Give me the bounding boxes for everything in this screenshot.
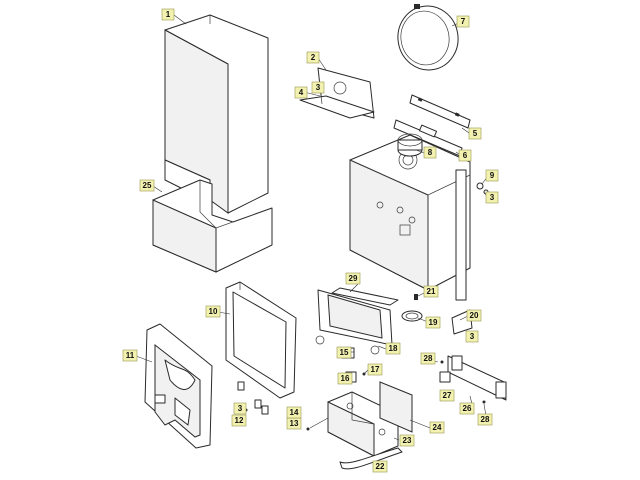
- part-2-bracket: [299, 67, 375, 119]
- svg-text:3: 3: [238, 404, 243, 413]
- callout-6: 6: [458, 149, 472, 162]
- svg-text:14: 14: [290, 408, 299, 417]
- svg-text:29: 29: [349, 274, 358, 283]
- part-19-ring: [401, 310, 423, 322]
- part-5-bar: [409, 94, 471, 129]
- callout-19: 19: [425, 316, 441, 329]
- part-1-casing: [164, 14, 269, 214]
- callout-13: 13: [286, 417, 302, 430]
- callout-2: 2: [306, 51, 320, 64]
- svg-text:26: 26: [463, 404, 472, 413]
- svg-text:6: 6: [463, 151, 468, 160]
- svg-text:18: 18: [389, 344, 398, 353]
- callout-9: 9: [485, 169, 499, 182]
- svg-text:16: 16: [341, 374, 350, 383]
- callout-21: 21: [423, 285, 439, 298]
- callout-15: 15: [336, 346, 352, 359]
- svg-text:28: 28: [424, 354, 433, 363]
- svg-text:8: 8: [428, 148, 433, 157]
- callout-3: 3: [311, 81, 325, 94]
- callout-18: 18: [385, 342, 401, 355]
- svg-text:3: 3: [470, 332, 475, 341]
- callouts: 1 2 3 4 5 6 7 8 9 3 10 11 12 3 13 14 15 …: [122, 8, 499, 473]
- svg-text:15: 15: [340, 348, 349, 357]
- callout-5: 5: [468, 127, 482, 140]
- svg-text:17: 17: [371, 365, 380, 374]
- callout-22: 22: [372, 460, 388, 473]
- svg-text:4: 4: [299, 88, 304, 97]
- callout-17: 17: [367, 363, 383, 376]
- callout-28a: 28: [420, 352, 436, 365]
- svg-text:27: 27: [443, 391, 452, 400]
- svg-text:12: 12: [235, 416, 244, 425]
- callout-4: 4: [294, 86, 308, 99]
- part-24-panel: [379, 381, 413, 433]
- part-26-pipe: [447, 355, 507, 401]
- callout-28b: 28: [477, 413, 493, 426]
- svg-text:5: 5: [473, 129, 478, 138]
- callout-23: 23: [399, 434, 415, 447]
- svg-text:3: 3: [490, 193, 495, 202]
- svg-text:24: 24: [433, 423, 442, 432]
- callout-10: 10: [205, 305, 221, 318]
- callout-7: 7: [456, 15, 470, 28]
- callout-3d: 3: [465, 330, 479, 343]
- callout-26: 26: [459, 402, 475, 415]
- svg-text:10: 10: [209, 307, 218, 316]
- svg-text:25: 25: [143, 181, 152, 190]
- part-7-vessel: [397, 4, 459, 71]
- part-10-front-panel: [225, 281, 297, 399]
- part-8-fitting: [397, 133, 423, 157]
- svg-text:2: 2: [311, 53, 316, 62]
- svg-text:3: 3: [316, 83, 321, 92]
- svg-text:19: 19: [429, 318, 438, 327]
- callout-29: 29: [345, 272, 361, 285]
- part-21-nozzle: [414, 294, 418, 300]
- svg-text:7: 7: [461, 17, 466, 26]
- callout-27: 27: [439, 389, 455, 402]
- svg-text:28: 28: [481, 415, 490, 424]
- callout-20: 20: [466, 309, 482, 322]
- callout-16: 16: [337, 372, 353, 385]
- callout-3b: 3: [485, 191, 499, 204]
- callout-3c: 3: [233, 402, 247, 415]
- callout-8: 8: [423, 146, 437, 159]
- svg-text:20: 20: [470, 311, 479, 320]
- callout-1: 1: [161, 8, 175, 21]
- svg-text:9: 9: [490, 171, 495, 180]
- main-chassis: [349, 134, 471, 301]
- part-28-screws: [440, 360, 486, 404]
- part-27-valve: [439, 371, 451, 383]
- callout-24: 24: [429, 421, 445, 434]
- part-18-burner-bracket: [315, 287, 399, 355]
- svg-text:1: 1: [166, 10, 171, 19]
- svg-text:23: 23: [403, 436, 412, 445]
- svg-text:22: 22: [376, 462, 385, 471]
- svg-text:21: 21: [427, 287, 436, 296]
- callout-25: 25: [139, 179, 155, 192]
- svg-text:11: 11: [126, 351, 135, 360]
- part-25-lower-casing: [152, 179, 273, 273]
- callout-14: 14: [286, 406, 302, 419]
- part-22-rod: [339, 447, 403, 470]
- callout-12: 12: [231, 414, 247, 427]
- part-11-rear-plate: [144, 323, 213, 449]
- callout-11: 11: [122, 349, 138, 362]
- leader-lines: [135, 14, 489, 441]
- svg-text:13: 13: [290, 419, 299, 428]
